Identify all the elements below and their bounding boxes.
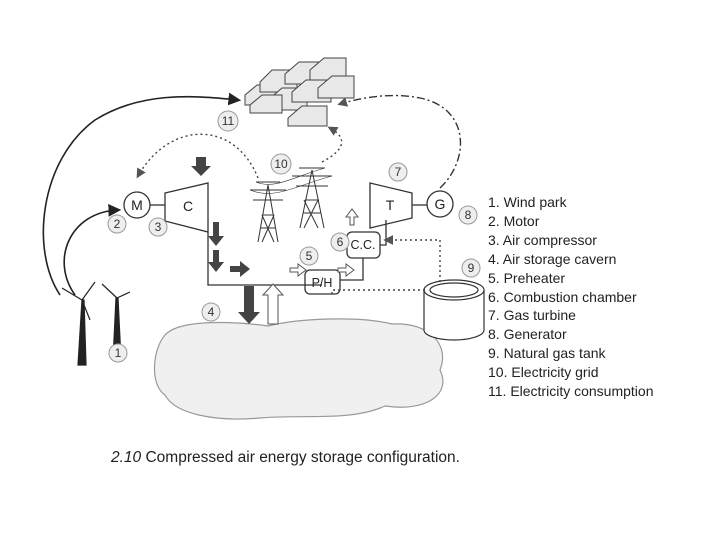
svg-text:3: 3 <box>155 220 162 234</box>
marker-4: 4 <box>201 302 221 322</box>
air-flow-arrows <box>191 157 260 324</box>
legend-item: 10. Electricity grid <box>488 364 599 381</box>
generator-circle <box>426 190 454 218</box>
marker-10: 10 <box>270 153 292 175</box>
gas-to-preheater-line <box>331 289 425 294</box>
combustion-chamber-label: C.C. <box>351 238 376 252</box>
houses-icon <box>244 57 355 127</box>
svg-text:2: 2 <box>114 217 121 231</box>
legend-item: 5. Preheater <box>488 269 566 286</box>
generator-to-consumption-line <box>337 94 462 189</box>
transmission-tower-icon <box>249 167 333 243</box>
marker-7: 7 <box>388 162 408 182</box>
legend-item: 11. Electricity consumption <box>488 383 654 400</box>
svg-text:7: 7 <box>395 165 402 179</box>
legend: 1. Wind park 2. Motor 3. Air compressor … <box>488 193 653 401</box>
legend-item: 8. Generator <box>488 326 567 343</box>
marker-11: 11 <box>217 110 239 132</box>
legend-item: 7. Gas turbine <box>488 307 576 324</box>
compressor-label: C <box>183 198 193 214</box>
legend-item: 9. Natural gas tank <box>488 345 606 362</box>
svg-text:6: 6 <box>337 235 344 249</box>
air-storage-cavern <box>153 318 444 420</box>
marker-3: 3 <box>148 217 168 237</box>
figure-caption: 2.10 Compressed air energy storage confi… <box>111 449 460 467</box>
grid-to-consumption-line <box>321 126 343 163</box>
legend-item: 1. Wind park <box>488 194 567 210</box>
wind-to-consumption-line <box>42 92 242 296</box>
marker-2: 2 <box>107 214 127 234</box>
preheater-label: P/H <box>312 276 333 290</box>
gas-feed-line <box>383 235 441 282</box>
generator-label: G <box>435 196 446 212</box>
svg-text:4: 4 <box>208 305 215 319</box>
preheater-box <box>304 269 341 295</box>
figure-caption-text: Compressed air energy storage configurat… <box>145 449 460 466</box>
hollow-flow-arrows <box>261 208 359 325</box>
svg-text:5: 5 <box>306 249 313 263</box>
marker-5: 5 <box>299 246 319 266</box>
marker-6: 6 <box>330 232 350 252</box>
turbine-shape <box>369 182 413 229</box>
legend-item: 3. Air compressor <box>488 231 597 248</box>
figure-number: 2.10 <box>111 449 142 466</box>
svg-text:11: 11 <box>222 114 235 128</box>
motor-label: M <box>131 197 143 213</box>
grid-to-motor-line <box>136 133 259 179</box>
marker-1: 1 <box>108 343 128 363</box>
marker-8: 8 <box>458 205 478 225</box>
gas-tank-icon <box>423 279 485 341</box>
svg-text:10: 10 <box>274 157 288 171</box>
piping <box>150 204 427 286</box>
svg-text:8: 8 <box>465 208 472 222</box>
wind-to-motor-line <box>63 204 122 296</box>
turbine-label: T <box>386 197 395 213</box>
marker-9: 9 <box>461 258 481 278</box>
svg-text:1: 1 <box>115 346 122 360</box>
svg-text:9: 9 <box>468 261 475 275</box>
legend-item: 6. Combustion chamber <box>488 288 637 305</box>
legend-item: 2. Motor <box>488 212 540 229</box>
legend-item: 4. Air storage cavern <box>488 250 617 267</box>
